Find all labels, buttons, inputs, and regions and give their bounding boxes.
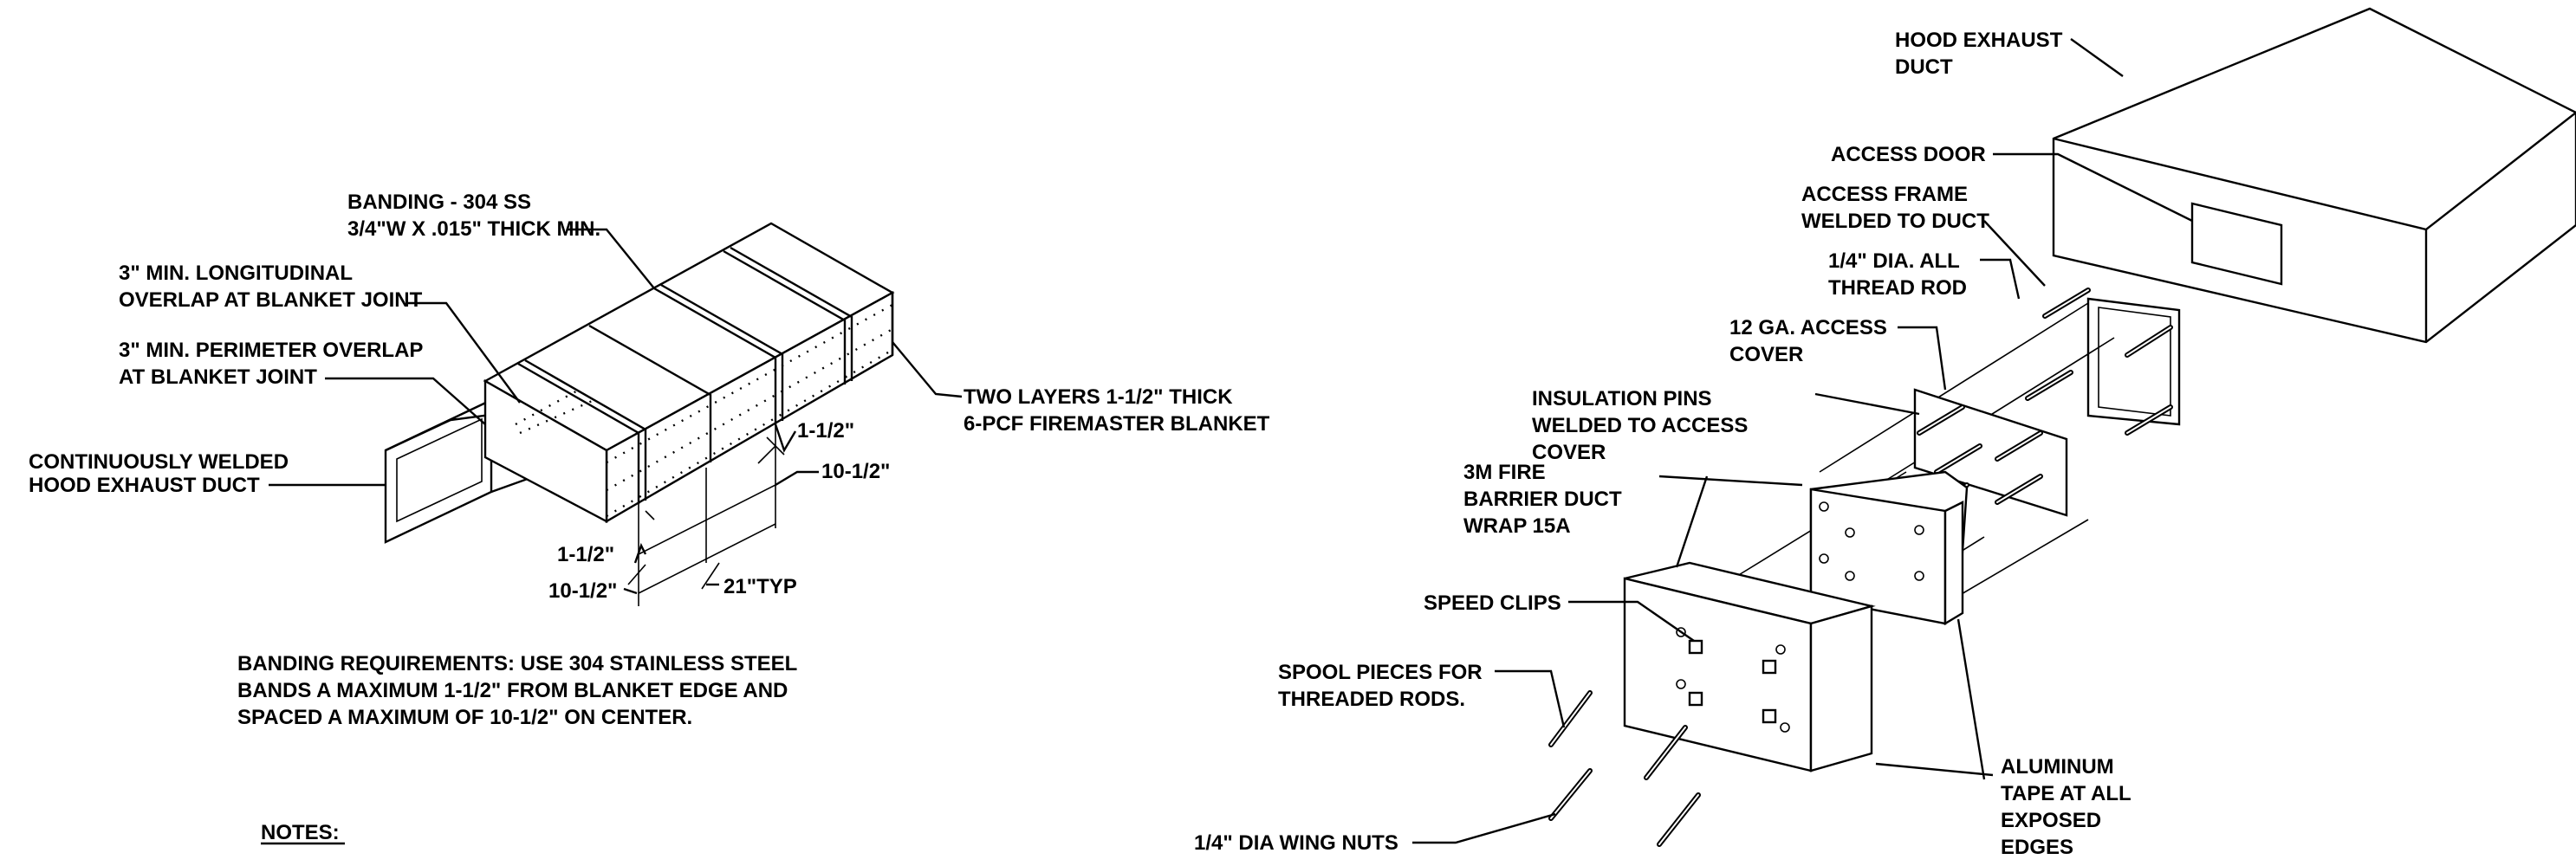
longitudinal-label-1: 3" MIN. LONGITUDINAL <box>119 262 353 285</box>
pins-label-2: WELDED TO ACCESS <box>1532 414 1748 437</box>
thread-rod-label-1: 1/4" DIA. ALL <box>1828 249 1960 273</box>
blanket-label-1: TWO LAYERS 1-1/2" THICK <box>964 385 1233 409</box>
band-3b <box>660 283 784 421</box>
dim-typical: 21"TYP <box>723 575 797 598</box>
wrap-label-3: WRAP 15A <box>1463 514 1571 538</box>
blanket-pin-dots <box>515 303 893 518</box>
wrap-layer-rear-side <box>1943 501 1964 626</box>
wrap-block-side <box>1809 604 1873 772</box>
thread-rods <box>2025 288 2173 436</box>
cover-label-2: COVER <box>1729 343 1803 366</box>
band-3 <box>653 287 777 424</box>
thread-rod-label-2: THREAD ROD <box>1828 276 1967 300</box>
access-frame-label-2: WELDED TO DUCT <box>1801 210 1989 233</box>
band-2 <box>588 324 712 462</box>
cover-label-1: 12 GA. ACCESS <box>1729 316 1887 339</box>
bare-duct-opening <box>396 417 483 523</box>
band-4 <box>723 249 847 385</box>
notes-heading: NOTES: <box>261 821 340 844</box>
perimeter-label-1: 3" MIN. PERIMETER OVERLAP <box>119 339 423 362</box>
tape-label-2: TAPE AT ALL <box>2001 782 2132 805</box>
wrap-label-2: BARRIER DUCT <box>1463 488 1622 511</box>
rear-pin-holes <box>1819 501 1924 581</box>
spool-pieces <box>1548 690 1701 847</box>
right-leaders <box>1412 38 2193 844</box>
access-frame-inner <box>2098 307 2171 417</box>
requirements-line-1: BANDING REQUIREMENTS: USE 304 STAINLESS … <box>237 652 797 675</box>
longitudinal-label-2: OVERLAP AT BLANKET JOINT <box>119 288 423 312</box>
speed-clips <box>1688 639 1777 724</box>
band-1b <box>524 359 647 501</box>
band-1 <box>517 362 640 504</box>
pins-label-1: INSULATION PINS <box>1532 387 1712 410</box>
hood-duct-box <box>2052 7 2576 344</box>
duct-label-1: CONTINUOUSLY WELDED <box>29 450 289 474</box>
tape-label-1: ALUMINUM <box>2001 755 2114 779</box>
dim-bottom-spacing: 10-1/2" <box>548 579 617 603</box>
front-pin-holes <box>1676 627 1790 733</box>
tape-label-3: EXPOSED <box>2001 809 2101 832</box>
left-leaders <box>269 228 963 595</box>
dimension-lines <box>627 424 785 606</box>
requirements-line-3: SPACED A MAXIMUM OF 10-1/2" ON CENTER. <box>237 706 692 729</box>
speed-clips-label: SPEED CLIPS <box>1424 591 1561 615</box>
hood-label-2: DUCT <box>1895 55 1953 79</box>
pins-label-3: COVER <box>1532 441 1606 464</box>
banding-label-2: 3/4"W X .015" THICK MIN. <box>347 217 600 241</box>
blanket-label-2: 6-PCF FIREMASTER BLANKET <box>964 412 1270 436</box>
banding-label-1: BANDING - 304 SS <box>347 191 531 214</box>
perimeter-label-2: AT BLANKET JOINT <box>119 365 317 389</box>
dim-bottom-edge: 1-1/2" <box>557 543 614 566</box>
duct-label-2: HOOD EXHAUST DUCT <box>29 474 260 497</box>
requirements-line-2: BANDS A MAXIMUM 1-1/2" FROM BLANKET EDGE… <box>237 679 788 702</box>
insulation-pins <box>1917 404 2043 514</box>
spool-label-2: THREADED RODS. <box>1278 688 1465 711</box>
dim-top-spacing: 10-1/2" <box>821 460 890 483</box>
access-frame <box>2086 297 2181 426</box>
access-frame-label-1: ACCESS FRAME <box>1801 183 1968 206</box>
hood-label-1: HOOD EXHAUST <box>1895 29 2063 52</box>
access-door-exploded-view <box>1412 7 2576 847</box>
access-door-opening <box>2190 202 2283 286</box>
wrap-label-1: 3M FIRE <box>1463 461 1546 484</box>
access-door-label: ACCESS DOOR <box>1831 143 1986 166</box>
spool-label-1: SPOOL PIECES FOR <box>1278 661 1483 684</box>
steel-bands <box>517 246 853 504</box>
tape-label-4: EDGES <box>2001 836 2073 859</box>
wrap-front-face <box>483 378 608 523</box>
band-4b <box>730 246 853 381</box>
wrapped-duct-isometric <box>269 222 963 606</box>
dim-top-edge: 1-1/2" <box>797 419 854 443</box>
wing-nuts-label: 1/4" DIA WING NUTS <box>1194 831 1398 855</box>
